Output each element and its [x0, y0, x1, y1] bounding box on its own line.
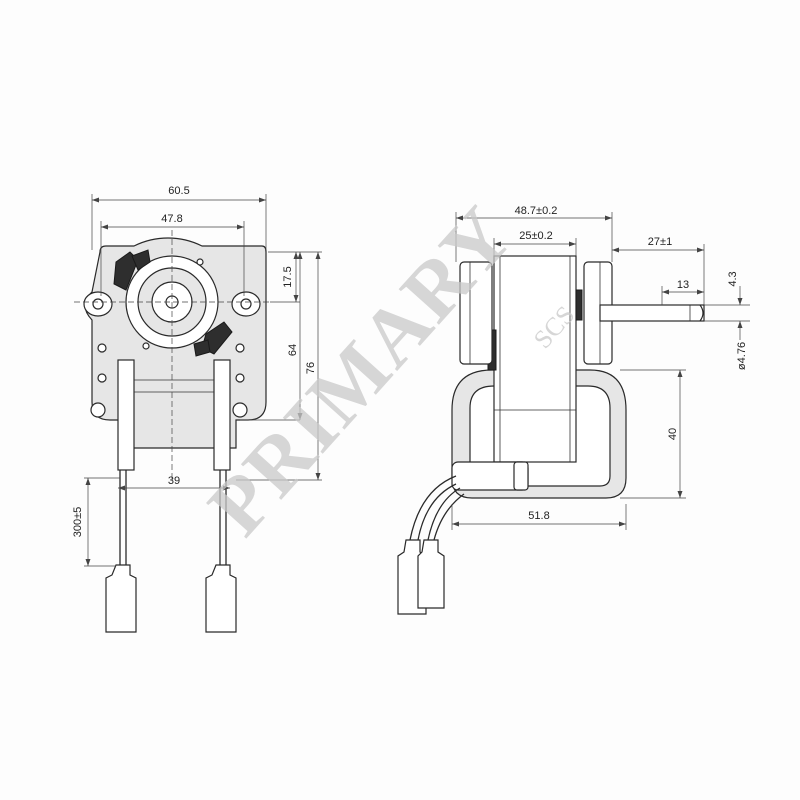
motor-shaft — [599, 304, 705, 322]
front-view: 60.5 47.8 17.5 64 76 39 300±5 — [72, 185, 322, 633]
right-ear-hole — [240, 298, 252, 310]
left-ear-hole — [92, 298, 104, 310]
dim-flat-length: 13 — [677, 279, 689, 291]
plate-hole — [142, 342, 150, 350]
shading-coil-bottom-right-2 — [193, 339, 211, 357]
dim-mid-height: 64 — [287, 344, 299, 356]
stator-leg-right — [213, 359, 231, 471]
dim-hole-spacing: 47.8 — [161, 213, 182, 225]
dim-lead-length: 300±5 — [72, 507, 84, 538]
end-plate-left — [459, 261, 493, 365]
plate-hole — [97, 343, 107, 353]
terminal-left — [105, 564, 137, 633]
terminal-right — [205, 564, 237, 633]
plate-hole — [97, 373, 107, 383]
dim-total-height: 76 — [305, 362, 317, 374]
mount-hole-right — [232, 402, 248, 418]
dim-bracket-width: 51.8 — [528, 510, 549, 522]
stator-core — [493, 255, 577, 463]
dim-core-width: 25±0.2 — [519, 230, 553, 242]
dim-flat-depth: 4.3 — [727, 271, 739, 286]
shading-coil-top-left — [113, 251, 139, 291]
mount-hole-left — [90, 402, 106, 418]
side-lead-wire — [409, 475, 457, 541]
plate-hole — [235, 373, 245, 383]
dim-top-offset: 17.5 — [282, 266, 294, 287]
side-view: 48.7±0.2 25±0.2 27±1 13 4.3 ø4.76 40 — [397, 205, 750, 615]
dim-leg-spacing: 39 — [168, 475, 180, 487]
dim-overall-width: 60.5 — [168, 185, 189, 197]
stator-leg-left — [117, 359, 135, 471]
dim-bracket-height: 40 — [667, 428, 679, 440]
dim-overall-length: 48.7±0.2 — [515, 205, 558, 217]
side-terminal-2 — [417, 539, 445, 609]
plate-hole — [196, 258, 204, 266]
dim-shaft-length: 27±1 — [648, 236, 672, 248]
plate-hole — [235, 343, 245, 353]
shading-coil-top-left-2 — [131, 249, 151, 271]
side-coil — [575, 289, 583, 321]
dim-shaft-diameter: ø4.76 — [736, 342, 748, 370]
